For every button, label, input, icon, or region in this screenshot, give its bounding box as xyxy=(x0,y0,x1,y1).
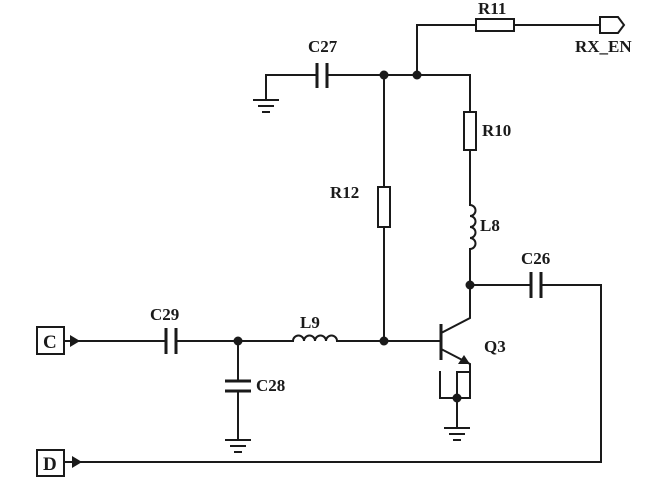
q3-label: Q3 xyxy=(484,337,506,356)
l8-label: L8 xyxy=(480,216,500,235)
port-d[interactable] xyxy=(36,449,65,477)
junction-dot xyxy=(465,280,475,290)
port-d-arrow xyxy=(72,456,82,468)
resistor-r11[interactable] xyxy=(475,18,515,32)
r12-label: R12 xyxy=(330,183,359,202)
c28-label: C28 xyxy=(256,376,285,395)
junction-dots xyxy=(233,70,475,403)
resistor-r10[interactable] xyxy=(463,111,477,151)
junction-dot xyxy=(412,70,422,80)
transistor-q3[interactable]: Q3 xyxy=(439,284,506,441)
c26-branch: C26 xyxy=(79,249,602,463)
c26-label: C26 xyxy=(521,249,550,268)
r11-label: R11 xyxy=(478,0,506,18)
ground-icon-c27 xyxy=(253,99,279,113)
r12-branch: R12 xyxy=(330,74,391,342)
junction-dot xyxy=(233,336,243,346)
c29-label: C29 xyxy=(150,305,179,324)
resistor-r12[interactable] xyxy=(377,186,391,228)
junction-dot xyxy=(379,336,389,346)
port-c-label: C xyxy=(43,332,57,353)
port-c[interactable] xyxy=(36,326,65,355)
l9-label: L9 xyxy=(300,313,320,332)
c27-label: C27 xyxy=(308,37,338,56)
rx-en-terminal[interactable] xyxy=(599,16,626,34)
port-c-arrow xyxy=(70,335,80,347)
inductor-l9[interactable] xyxy=(291,334,339,343)
ground-icon-q3 xyxy=(444,427,470,441)
junction-dot xyxy=(452,393,462,403)
c27-branch: C27 xyxy=(253,37,471,113)
rx-en-label: RX_EN xyxy=(575,37,632,56)
junction-dot xyxy=(379,70,389,80)
inductor-l8[interactable] xyxy=(468,203,477,251)
ground-icon-c28 xyxy=(225,439,251,453)
r11-branch: R11 RX_EN xyxy=(416,0,632,76)
r10-label: R10 xyxy=(482,121,511,140)
output-d-branch: D xyxy=(36,449,82,477)
input-branch: C C29 C28 L9 xyxy=(36,305,441,453)
collector-branch: R10 L8 xyxy=(463,74,511,286)
port-d-label: D xyxy=(43,454,57,475)
